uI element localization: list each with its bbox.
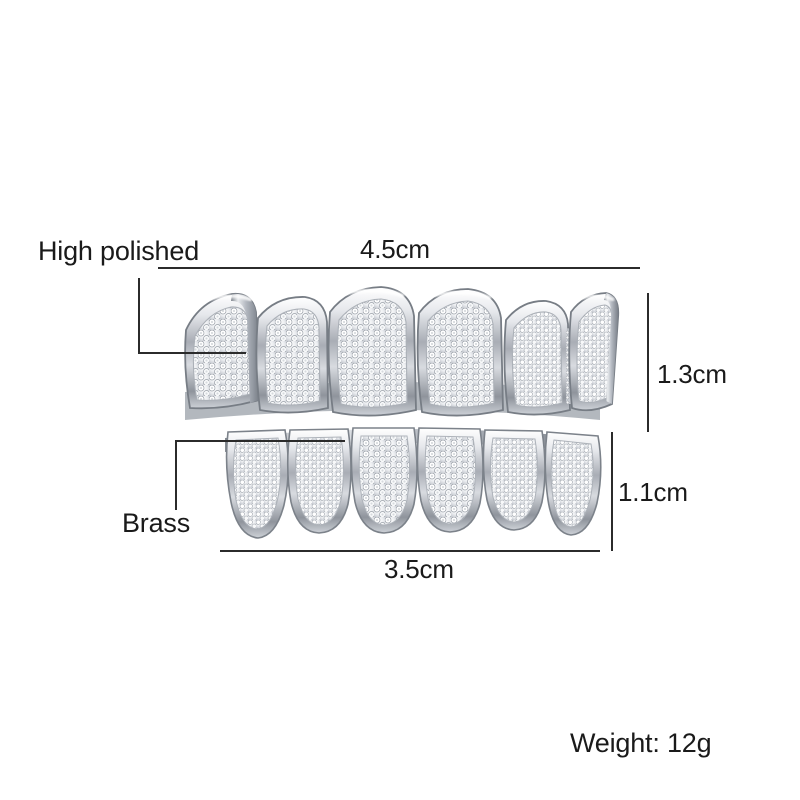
dimension-label-top-width: 4.5cm	[360, 234, 430, 264]
leader-line-high-polished-horizontal	[138, 352, 246, 354]
dimension-label-bottom-width: 3.5cm	[384, 554, 454, 584]
callout-brass: Brass	[122, 508, 191, 538]
leader-line-brass-horizontal	[175, 440, 345, 442]
callout-high-polished: High polished	[38, 236, 200, 266]
dimension-label-bottom-height: 1.1cm	[618, 477, 688, 507]
weight-label: Weight: 12g	[570, 728, 712, 758]
leader-line-high-polished-vertical	[138, 278, 140, 354]
dimension-line-top-height	[647, 293, 649, 432]
dimension-line-bottom-height	[611, 432, 613, 551]
leader-line-brass-vertical	[175, 440, 177, 510]
dimension-line-top-width	[158, 267, 640, 269]
dimension-label-top-height: 1.3cm	[657, 359, 727, 389]
dimension-line-bottom-width	[220, 550, 600, 552]
